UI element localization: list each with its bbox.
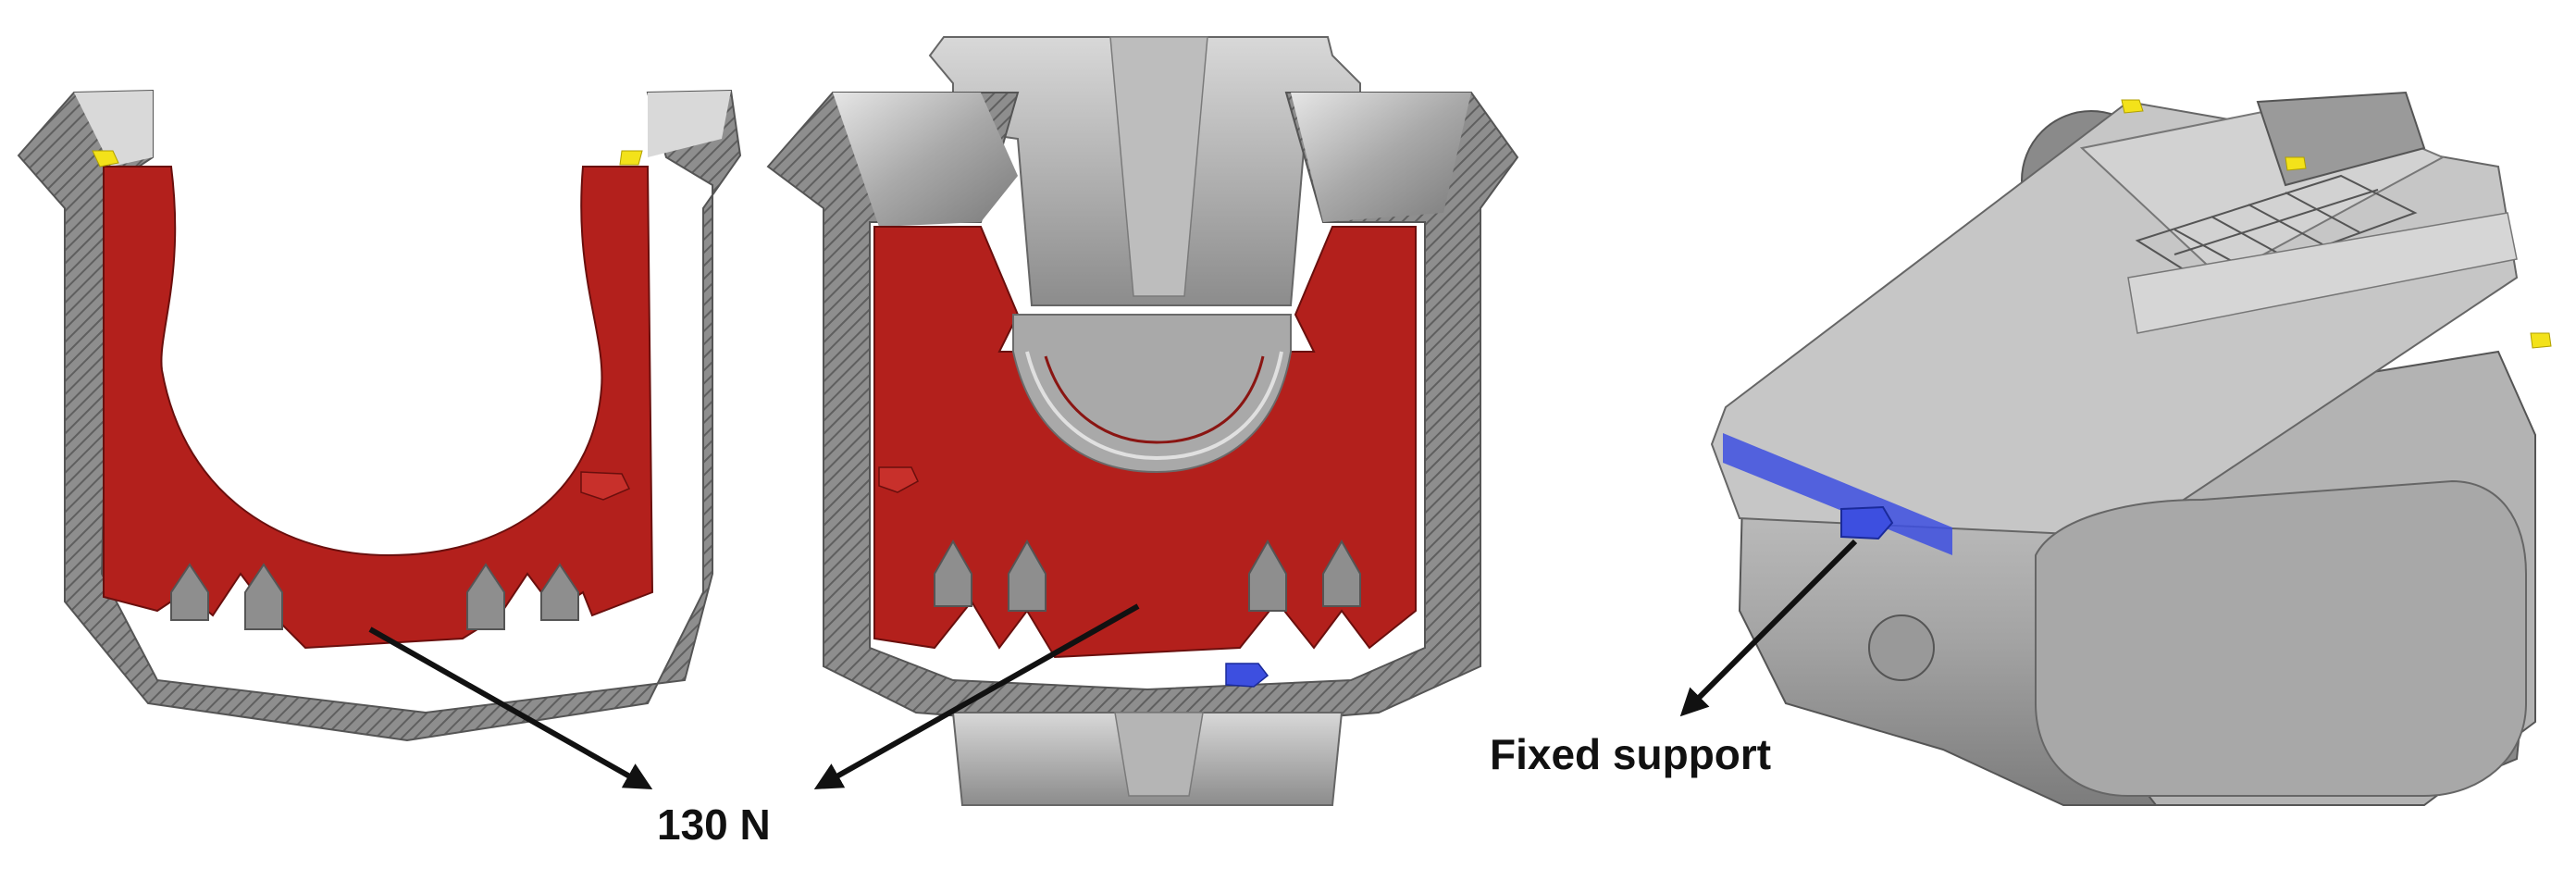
fixed-support-label: Fixed support (1490, 730, 1772, 778)
center-wedge-right (1291, 93, 1471, 222)
center-red-tag (878, 466, 919, 493)
fixed-support-edge (1723, 433, 1952, 555)
center-inner-plug (1012, 314, 1292, 474)
load-arrow-icon (368, 627, 653, 789)
yellow-constraint-icon (2530, 332, 2552, 349)
yellow-constraint-icon (92, 150, 119, 168)
center-tooth-4 (1322, 539, 1361, 607)
right-3d-assembly (1710, 91, 2552, 806)
left-load-region (103, 166, 654, 650)
fixed-support-icon (1225, 663, 1269, 688)
left-tooth-3 (466, 563, 505, 630)
left-red-tag (580, 471, 631, 501)
side-rail (2127, 212, 2518, 334)
load-arrow-icon (813, 603, 1140, 789)
center-plug-ring (1025, 351, 1283, 461)
yellow-constraint-icon (2285, 156, 2307, 171)
left-top-wedge-left (74, 91, 153, 167)
center-slot (1109, 36, 1208, 297)
center-plug-ring-inner (1044, 355, 1265, 444)
load-arrow-icon (1679, 539, 1858, 717)
left-section-view (17, 89, 742, 742)
center-foot-slot (1114, 712, 1204, 797)
yellow-constraint-icon (2121, 99, 2144, 114)
center-wedge-left (833, 93, 1018, 227)
center-section-view (766, 36, 1519, 806)
front-bulge (2035, 479, 2527, 797)
left-tooth-1 (170, 563, 209, 621)
left-tooth-2 (244, 563, 283, 630)
left-tooth-4 (540, 563, 579, 621)
center-tooth-3 (1248, 539, 1287, 612)
fixed-support-icon (1840, 505, 1894, 540)
center-tooth-2 (1008, 539, 1046, 612)
force-label: 130 N (657, 800, 771, 849)
center-tooth-1 (934, 539, 972, 607)
yellow-constraint-icon (619, 150, 643, 166)
left-top-wedge-right (648, 91, 731, 157)
side-boss (1868, 614, 1935, 681)
